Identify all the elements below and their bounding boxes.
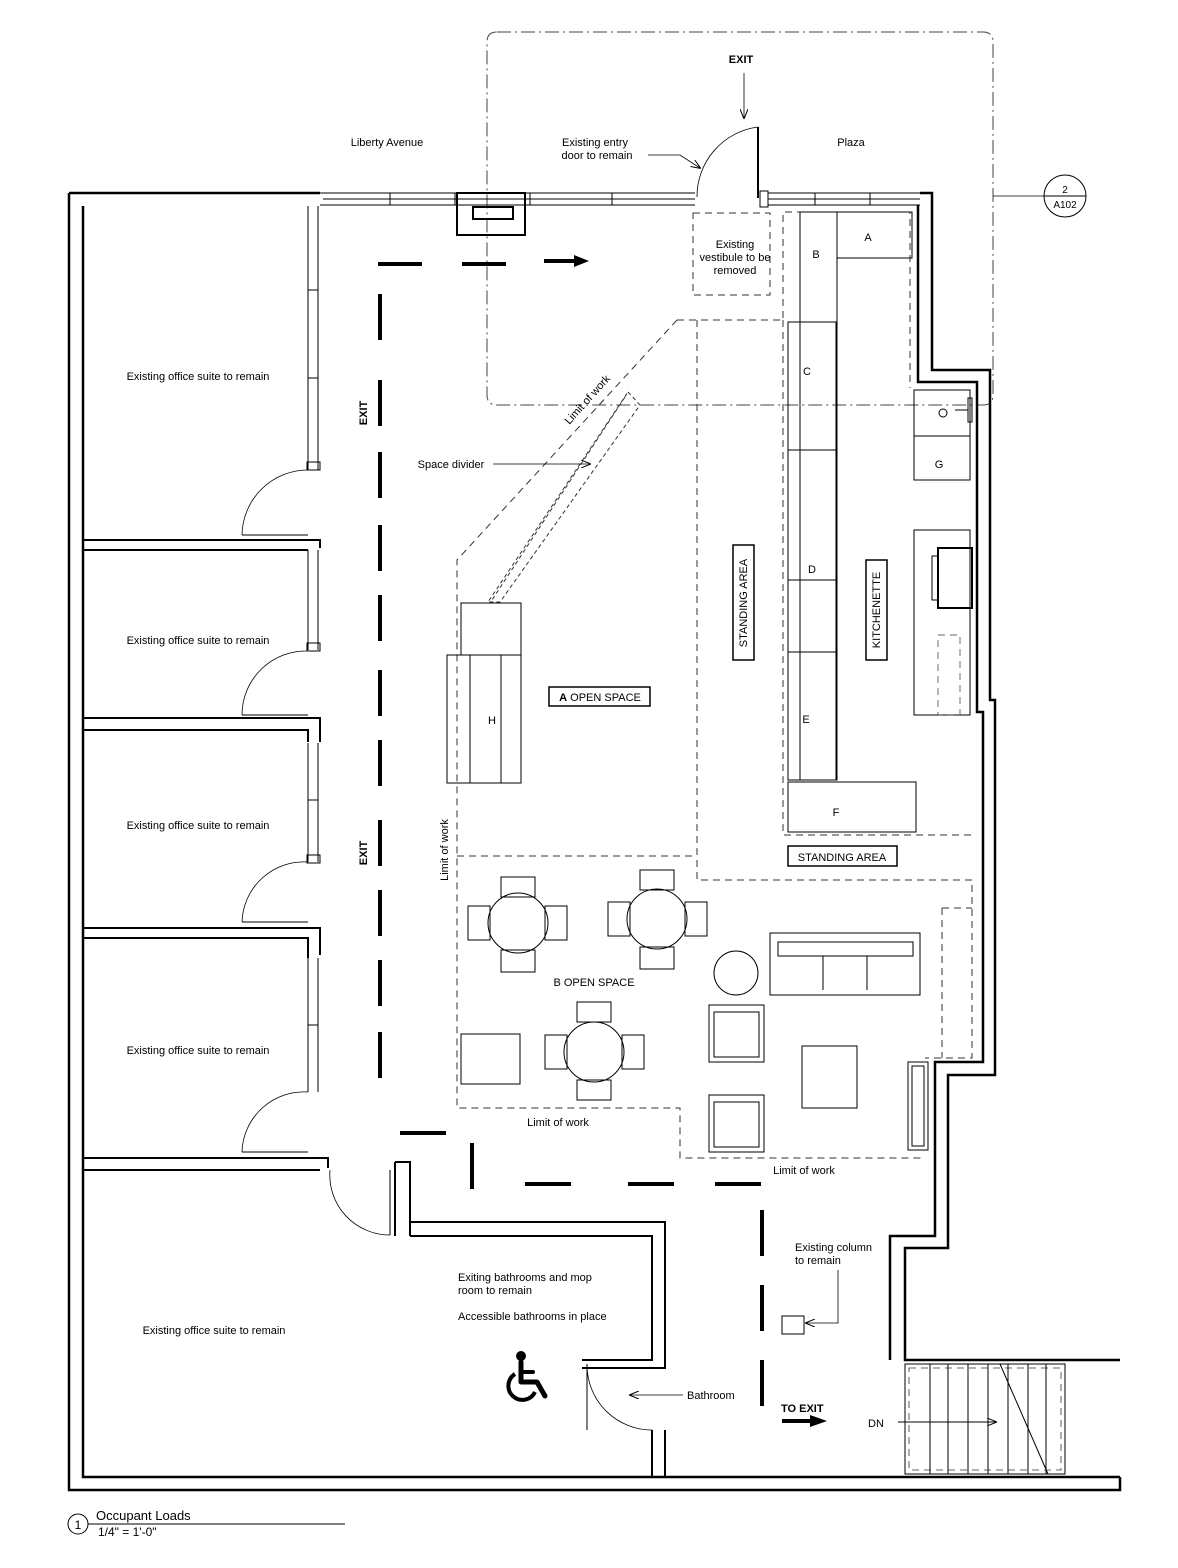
bathroom-label: Bathroom xyxy=(687,1390,735,1402)
title-text: Occupant Loads xyxy=(96,1508,191,1523)
fixture-c: C xyxy=(803,366,811,378)
column-note-1: Existing column xyxy=(795,1242,872,1254)
fixture-f: F xyxy=(833,807,840,819)
kitchenette-counters xyxy=(787,211,973,833)
fixture-e: E xyxy=(802,714,809,726)
office-label: Existing office suite to remain xyxy=(127,371,270,383)
space-divider xyxy=(487,391,641,603)
space-divider-label: Space divider xyxy=(418,459,485,471)
existing-column xyxy=(781,1315,805,1335)
entry-door-note-1: Existing entry xyxy=(562,137,629,149)
egress-path xyxy=(378,255,827,1427)
title-scale: 1/4" = 1'-0" xyxy=(98,1525,157,1539)
dining-table xyxy=(467,876,568,973)
exit-corridor-lower-label: EXIT xyxy=(358,840,370,865)
bathroom-note-1: Exiting bathrooms and mop xyxy=(458,1272,592,1284)
office-label: Existing office suite to remain xyxy=(127,635,270,647)
zone-a-open-space: A OPEN SPACE xyxy=(559,692,641,704)
zone-kitchenette: KITCHENETTE xyxy=(871,572,883,648)
street-plaza: Plaza xyxy=(837,137,865,149)
fixture-d: D xyxy=(808,564,816,576)
entry-door-note-2: door to remain xyxy=(562,150,633,162)
exterior-walls xyxy=(67,190,1122,1492)
leaders xyxy=(493,73,1045,1395)
stair xyxy=(898,1363,1066,1475)
zone-b-open-space: B OPEN SPACE xyxy=(553,977,634,989)
stair-down-label: DN xyxy=(868,1418,884,1430)
zone-standing-area-horizontal: STANDING AREA xyxy=(798,852,887,864)
office-partitions xyxy=(83,206,411,1236)
office-label: Existing office suite to remain xyxy=(143,1325,286,1337)
to-exit-label: TO EXIT xyxy=(781,1403,824,1415)
wheelchair-icon xyxy=(506,1351,548,1402)
furniture xyxy=(446,602,929,1153)
dining-table xyxy=(607,869,708,970)
section-reference: 2 A102 xyxy=(1043,174,1087,218)
vestibule-note-3: removed xyxy=(714,265,757,277)
fixture-g: G xyxy=(935,459,944,471)
office-label: Existing office suite to remain xyxy=(127,820,270,832)
limit-of-work-diagonal-label: Limit of work xyxy=(563,373,614,427)
limit-of-work-vertical-label: Limit of work xyxy=(439,819,451,881)
fixture-h: H xyxy=(488,715,496,727)
existing-vestibule xyxy=(692,212,771,296)
bathroom-block xyxy=(410,1221,666,1477)
section-ref-sheet: A102 xyxy=(1053,200,1077,211)
column-note-2: to remain xyxy=(795,1255,841,1267)
exit-corridor-upper-label: EXIT xyxy=(358,400,370,425)
dining-table xyxy=(544,1001,645,1101)
title-number: 1 xyxy=(75,1518,82,1532)
exit-top-label: EXIT xyxy=(729,54,754,66)
bathroom-note-2: room to remain xyxy=(458,1285,532,1297)
limit-of-work-right-label: Limit of work xyxy=(773,1165,835,1177)
section-ref-number: 2 xyxy=(1062,185,1068,196)
bathroom-note-3: Accessible bathrooms in place xyxy=(458,1311,607,1323)
fixture-a: A xyxy=(864,232,872,244)
limit-of-work-bottom-label: Limit of work xyxy=(527,1117,589,1129)
limit-of-work-lines xyxy=(456,211,973,1159)
title-block: 1 Occupant Loads 1/4" = 1'-0" xyxy=(67,1508,345,1539)
fixture-b: B xyxy=(812,249,819,261)
entry-door xyxy=(696,126,759,198)
office-label: Existing office suite to remain xyxy=(127,1045,270,1057)
plaza-boundary xyxy=(486,31,994,406)
storefront-glazing xyxy=(320,192,920,236)
zone-standing-area-vertical: STANDING AREA xyxy=(738,558,750,647)
vestibule-note-2: vestibule to be xyxy=(700,252,771,264)
vestibule-note-1: Existing xyxy=(716,239,755,251)
street-liberty-avenue: Liberty Avenue xyxy=(351,137,424,149)
